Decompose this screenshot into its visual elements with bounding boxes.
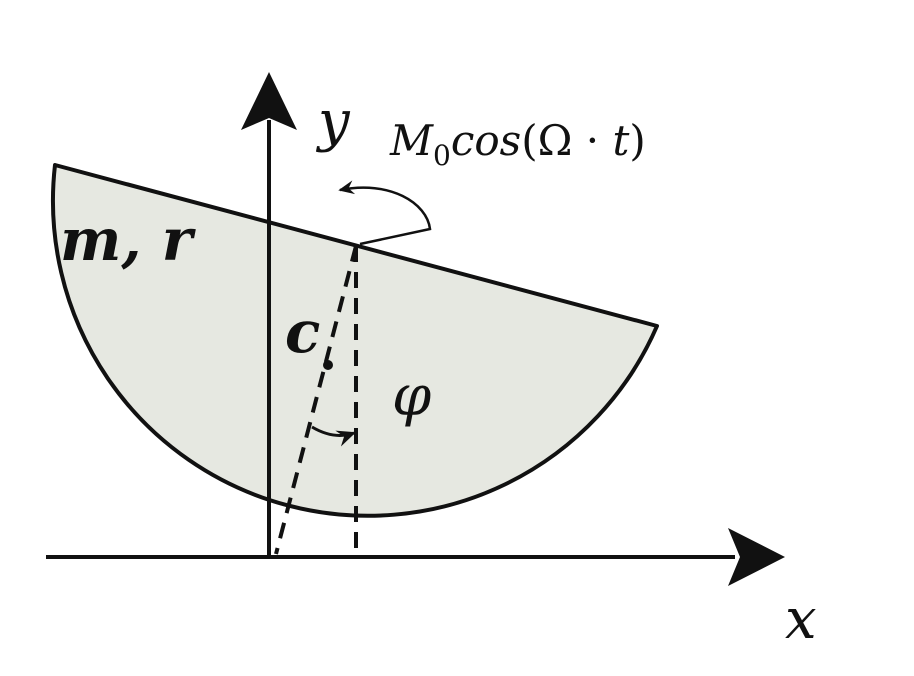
symmetry-dashed-line <box>274 245 358 555</box>
half-disk-body <box>51 163 659 518</box>
moment-omega-symbol: Ω <box>538 116 573 165</box>
y-axis-arrowhead <box>241 72 297 130</box>
center-label: c <box>285 298 320 366</box>
angle-arc <box>311 425 356 447</box>
moment-time-symbol: t <box>613 116 630 165</box>
y-axis-label: y <box>315 89 351 154</box>
moment-dot-operator: · <box>572 116 612 165</box>
center-of-mass-dot <box>323 360 333 370</box>
angle-label: φ <box>392 364 431 429</box>
moment-amplitude-symbol: M <box>389 116 434 165</box>
x-axis-arrowhead <box>728 528 785 586</box>
moment-close-paren: ) <box>629 116 645 165</box>
moment-cos-text: cos <box>451 116 521 165</box>
moment-amplitude-subscript: 0 <box>433 139 451 172</box>
moment-label: M0cos(Ω · t) <box>389 116 646 172</box>
x-axis-label: x <box>785 587 817 652</box>
moment-arrow <box>338 180 432 246</box>
mass-radius-label: m, r <box>60 206 197 274</box>
moment-open-paren: ( <box>521 116 537 165</box>
